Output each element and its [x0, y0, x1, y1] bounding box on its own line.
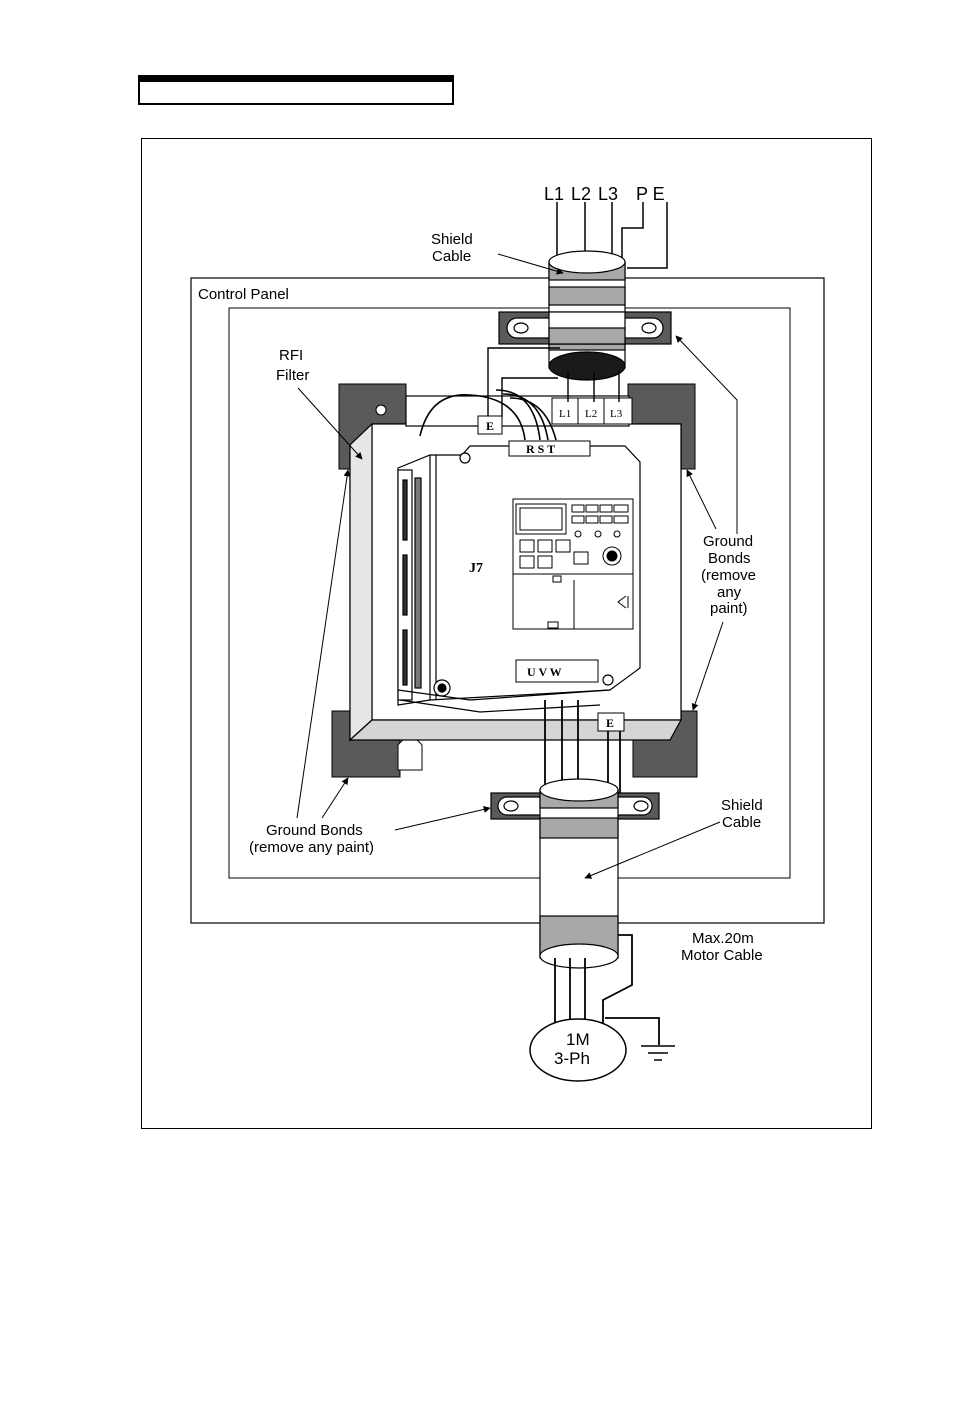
shield-cable-top-label-2: Cable	[432, 248, 471, 265]
ground-bonds-right-label-3: (remove	[701, 567, 756, 584]
supply-wires	[556, 202, 668, 270]
control-panel-inner	[228, 307, 791, 879]
ground-bonds-right-label-4: any	[717, 584, 742, 601]
earth-terminal-top	[477, 415, 503, 435]
shield-cable-bottom-label-2: Cable	[722, 814, 761, 831]
ground-symbol-icon	[641, 1045, 675, 1061]
shield-cable-top-arrow	[497, 253, 564, 275]
top-cable-clamp	[498, 311, 672, 345]
ground-bonds-right-label-5: paint)	[710, 600, 748, 617]
earth-top-label: E	[486, 419, 494, 433]
motor-label-2: 3-Ph	[554, 1049, 590, 1068]
control-panel-label: Control Panel	[198, 286, 289, 303]
shield-cable-bottom-arrow	[584, 821, 721, 879]
ground-bonds-right-arrow-mid	[686, 469, 717, 530]
shield-cable-top-label-1: Shield	[431, 231, 473, 248]
filter-terminal-block	[551, 397, 633, 425]
motor-symbol	[529, 1018, 627, 1082]
ground-bonds-right-label-2: Bonds	[708, 550, 751, 567]
drive-model-label: J7	[469, 561, 483, 576]
ground-bonds-left-arrow-bracket	[321, 777, 349, 819]
rst-terminal-label: R S T	[526, 442, 555, 456]
uvw-terminal-label: U V W	[527, 665, 562, 679]
supply-pe-label: P E	[636, 184, 665, 204]
motor-output-wires	[544, 700, 621, 810]
ground-bonds-right-arrow-low	[691, 621, 724, 711]
earth-bottom-label: E	[606, 716, 614, 730]
shield-cable-bottom-label-1: Shield	[721, 797, 763, 814]
earth-terminal-bottom	[597, 712, 625, 732]
rfi-filter-arrow	[297, 387, 363, 460]
ground-bonds-right-arrow-top	[675, 335, 738, 534]
rst-terminal-block	[508, 440, 591, 457]
control-panel-outer	[190, 277, 825, 924]
filter-l1-label: L1	[559, 408, 571, 420]
ground-bonds-left-arrow-up	[296, 469, 351, 819]
supply-l3-label: L3	[598, 184, 618, 204]
filter-to-drive-wires	[419, 389, 557, 441]
motor-cable-label-1: Max.20m	[692, 930, 754, 947]
filter-l2-label: L2	[585, 408, 597, 420]
motor-label-1: 1M	[566, 1030, 590, 1049]
supply-l1-label: L1	[544, 184, 564, 204]
drive-keypad	[512, 498, 634, 630]
ground-bonds-left-label-2: (remove any paint)	[249, 839, 374, 856]
figure-frame	[141, 138, 872, 1129]
filter-input-wires	[487, 347, 620, 418]
motor-cable-label-2: Motor Cable	[681, 947, 763, 964]
filter-l3-label: L3	[610, 408, 623, 420]
ground-bonds-left-label-1: Ground Bonds	[266, 822, 363, 839]
supply-l2-label: L2	[571, 184, 591, 204]
ground-bonds-right-label-1: Ground	[703, 533, 753, 550]
rfi-filter-label-1: RFI	[279, 347, 303, 364]
rfi-filter-label-2: Filter	[276, 367, 309, 384]
ground-bonds-left-arrow-clamp	[394, 806, 491, 831]
section-header-bar	[138, 75, 454, 105]
uvw-terminal-block	[515, 659, 599, 683]
bottom-shield-cable	[490, 778, 660, 969]
